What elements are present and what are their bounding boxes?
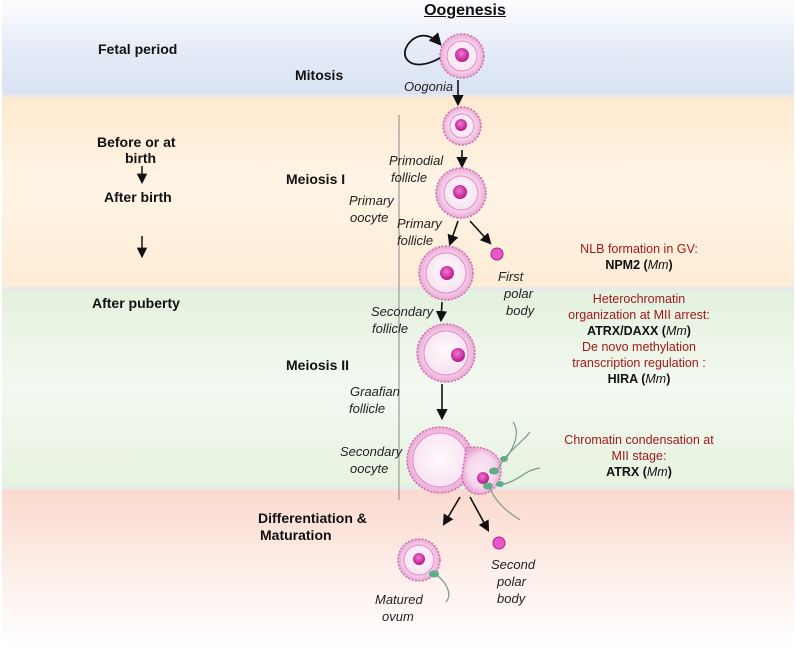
stage-label-mitosis: Mitosis (295, 67, 344, 83)
label-first-polar: First (498, 269, 524, 284)
label-second-polar: Second (491, 557, 536, 572)
second-polar-body (492, 536, 506, 550)
label-second-polar-2: polar (497, 574, 526, 589)
label-primodial: Primodial (389, 153, 444, 168)
label-primary-oocyte-2: oocyte (350, 210, 389, 225)
arrow (447, 220, 459, 247)
annotation-chromatin-text-2: MII stage: (611, 449, 667, 463)
primary-oocyte-cell (435, 167, 487, 219)
label-matured-ovum: Matured (375, 592, 423, 607)
annotation-nlb: NLB formation in GV: NPM2 (Mm) (534, 241, 744, 273)
annotation-hetero-gene: ATRX/DAXX (Mm) (587, 324, 691, 338)
label-primodial-2: follicle (391, 170, 428, 185)
label-first-polar-2: polar (504, 286, 533, 301)
birth-period-band (2, 97, 794, 287)
stage-label-differentiation: Differentiation & (258, 510, 367, 526)
band-separator (2, 94, 794, 97)
label-graafian-2: follicle (349, 401, 386, 416)
arrow (469, 496, 490, 532)
label-second-polar-3: body (497, 591, 526, 606)
stage-label-maturation: Maturation (260, 527, 332, 543)
label-secondary-follicle: Secondary (371, 304, 434, 319)
first-polar-body (490, 247, 504, 261)
label-secondary-oocyte: Secondary (340, 444, 403, 459)
mitosis-loop-arrow (403, 32, 442, 66)
arrow (442, 496, 461, 526)
label-matured-ovum-2: ovum (382, 609, 414, 624)
band-separator (2, 487, 794, 490)
annotation-nlb-gene: NPM2 (Mm) (605, 258, 673, 272)
differentiation-band (2, 490, 794, 648)
annotation-hetero-text-2: organization at MII arrest: (568, 308, 710, 322)
annotation-denovo-text-1: De novo methylation (582, 340, 696, 354)
label-primary-follicle-2: follicle (397, 233, 434, 248)
primary-follicle-cell (418, 245, 474, 301)
annotation-heterochromatin: Heterochromatin organization at MII arre… (534, 291, 744, 387)
annotation-nlb-text: NLB formation in GV: (580, 242, 698, 256)
period-label-before-birth: Before or at (97, 134, 176, 150)
band-separator (2, 287, 794, 290)
fetal-period-band (2, 0, 794, 94)
period-label-fetal: Fetal period (98, 41, 178, 57)
sperm-cells (483, 421, 541, 521)
period-label-before-birth-2: birth (125, 150, 157, 166)
annotation-chromatin-gene: ATRX (Mm) (606, 465, 672, 479)
arrow (469, 220, 492, 245)
label-first-polar-3: body (506, 303, 535, 318)
annotation-chromatin: Chromatin condensation at MII stage: ATR… (534, 432, 744, 480)
annotation-chromatin-text-1: Chromatin condensation at (564, 433, 714, 447)
puberty-period-band (2, 290, 794, 487)
period-label-after-birth: After birth (104, 189, 172, 205)
oogonia-cell (439, 33, 485, 79)
label-oogonia: Oogonia (404, 79, 454, 94)
label-primary-follicle: Primary (397, 216, 442, 231)
annotation-hetero-text-1: Heterochromatin (592, 292, 686, 306)
matured-ovum-cell (397, 538, 450, 603)
annotation-denovo-text-2: transcription regulation : (572, 356, 706, 370)
stage-label-meiosis-1: Meiosis I (286, 171, 346, 187)
primodial-follicle-cell (442, 106, 482, 146)
label-secondary-follicle-2: follicle (372, 321, 409, 336)
secondary-oocyte-cell (406, 426, 502, 495)
annotation-denovo-gene: HIRA (Mm) (607, 372, 671, 386)
label-secondary-oocyte-2: oocyte (350, 461, 389, 476)
diagram-title: Oogenesis (424, 2, 506, 19)
stage-label-meiosis-2: Meiosis II (286, 357, 350, 373)
arrow (435, 301, 448, 323)
period-label-after-puberty: After puberty (92, 295, 180, 311)
graafian-follicle-cell (416, 323, 476, 383)
label-graafian: Graafian (350, 384, 400, 399)
label-primary-oocyte: Primary (349, 193, 394, 208)
